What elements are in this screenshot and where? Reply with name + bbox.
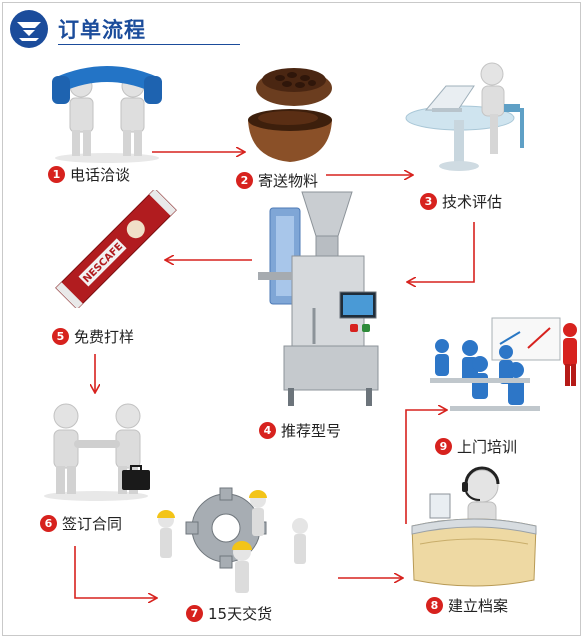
step-label: 建立档案 [448, 597, 509, 615]
step-number-badge: 7 [186, 605, 203, 622]
step-1: 1 电话洽谈 [48, 164, 130, 185]
step-number-badge: 8 [426, 597, 443, 614]
page-title: 订单流程 [58, 18, 146, 42]
step-label: 上门培训 [457, 438, 518, 456]
step-number-badge: 4 [259, 422, 276, 439]
step-5: 5 免费打样 [52, 326, 134, 347]
phone-handshake-icon [52, 66, 162, 163]
arrow-8-to-9 [405, 410, 446, 524]
engineer-laptop-icon [405, 62, 524, 171]
step-number-badge: 2 [236, 172, 253, 189]
step-3: 3 技术评估 [420, 191, 502, 212]
step-2: 2 寄送物料 [236, 170, 318, 191]
step-label: 技术评估 [442, 193, 503, 211]
step-label: 推荐型号 [281, 422, 342, 440]
step-9: 9 上门培训 [435, 436, 517, 457]
step-label: 免费打样 [74, 328, 135, 346]
arrow-3-to-4 [408, 222, 475, 282]
company-logo-icon [10, 10, 48, 48]
arrow-6-to-7 [74, 546, 156, 598]
step-7: 7 15天交货 [186, 603, 272, 624]
step-number-badge: 6 [40, 515, 57, 532]
coffee-stick-sample-icon: NESCAFE [55, 190, 177, 308]
step-number-badge: 1 [48, 166, 65, 183]
training-class-icon [430, 317, 577, 411]
step-number-badge: 5 [52, 328, 69, 345]
gear-workers-icon [157, 487, 308, 593]
handshake-contract-icon [44, 403, 150, 501]
step-4: 4 推荐型号 [259, 420, 341, 441]
step-label: 签订合同 [62, 515, 123, 533]
reception-desk-icon [411, 466, 537, 587]
step-number-badge: 3 [420, 193, 437, 210]
step-label: 15天交货 [208, 605, 273, 623]
title-underline [58, 44, 240, 45]
step-8: 8 建立档案 [426, 595, 508, 616]
step-number-badge: 9 [435, 438, 452, 455]
step-6: 6 签订合同 [40, 513, 122, 534]
step-label: 寄送物料 [258, 172, 319, 190]
step-label: 电话洽谈 [70, 166, 131, 184]
packaging-machine-icon [258, 191, 379, 406]
coffee-beans-icon [248, 68, 332, 162]
